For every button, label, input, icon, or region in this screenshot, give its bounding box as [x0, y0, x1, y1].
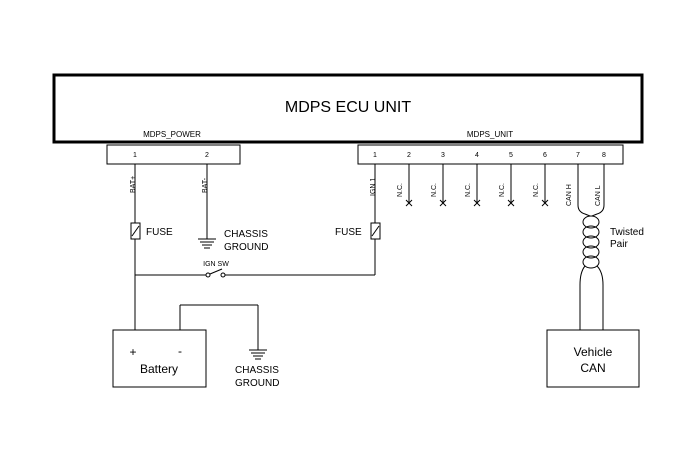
ign-switch-contact-left	[205, 272, 211, 278]
unit-pin-5: 5	[509, 152, 513, 159]
unit-pin-4: 4	[475, 152, 479, 159]
nc-pin-4: N.C.	[465, 164, 481, 207]
power-pin-1: 1	[133, 152, 137, 159]
chassis-ground-1-line1: CHASSIS	[224, 229, 268, 240]
twisted-pair-line1: Twisted	[610, 227, 644, 238]
chassis-ground-1-line2: GROUND	[224, 242, 268, 253]
unit-pin-2: 2	[407, 152, 411, 159]
can-h-wire-label: CAN H	[566, 184, 573, 206]
bat-minus-wire-label: BAT-	[202, 177, 209, 193]
battery-plus-label: +	[129, 345, 136, 359]
twisted-pair-coil-icon	[582, 215, 600, 269]
ecu-title: MDPS ECU UNIT	[285, 99, 411, 116]
nc-label-2: N.C.	[397, 183, 404, 197]
power-connector-label: MDPS_POWER	[143, 130, 201, 139]
can-h-lower-wire	[579, 265, 586, 330]
nc-label-6: N.C.	[533, 183, 540, 197]
fuse-left-label: FUSE	[146, 227, 173, 238]
vehicle-can-line1: Vehicle	[574, 345, 613, 359]
power-pin-2: 2	[205, 152, 209, 159]
ign-switch-label: IGN SW	[203, 261, 229, 268]
unit-pin-3: 3	[441, 152, 445, 159]
ign-switch-blade	[209, 268, 223, 275]
can-l-wire-label: CAN L	[595, 185, 602, 206]
can-l-wire	[591, 164, 605, 217]
chassis-ground-2-line1: CHASSIS	[235, 365, 279, 376]
ign1-wire-label: IGN 1	[370, 178, 377, 196]
fuse-right-label: FUSE	[335, 227, 362, 238]
chassis-ground-1-icon	[198, 238, 216, 249]
unit-pin-7: 7	[576, 152, 580, 159]
chassis-ground-2-icon	[249, 349, 267, 360]
vehicle-can-line2: CAN	[580, 361, 605, 375]
nc-label-4: N.C.	[465, 183, 472, 197]
can-l-lower-wire	[596, 265, 604, 330]
battery-minus-label: -	[178, 344, 182, 358]
twisted-pair-line2: Pair	[610, 239, 628, 250]
nc-pin-2: N.C.	[397, 164, 413, 207]
unit-pin-6: 6	[543, 152, 547, 159]
vehicle-can-box	[546, 329, 640, 388]
nc-pin-6: N.C.	[533, 164, 549, 207]
nc-pin-3: N.C.	[431, 164, 447, 207]
bat-plus-wire-label: BAT+	[130, 176, 137, 193]
power-connector-box	[106, 144, 241, 165]
unit-connector-label: MDPS_UNIT	[467, 130, 513, 139]
unit-pin-1: 1	[373, 152, 377, 159]
chassis-ground-2-line2: GROUND	[235, 378, 279, 389]
nc-label-5: N.C.	[499, 183, 506, 197]
battery-box	[112, 329, 207, 388]
can-h-wire	[577, 164, 591, 217]
unit-connector-box	[357, 144, 624, 165]
ign-switch-contact-right	[220, 272, 226, 278]
nc-pin-5: N.C.	[499, 164, 515, 207]
unit-pin-8: 8	[602, 152, 606, 159]
ecu-unit-box	[52, 73, 644, 144]
nc-label-3: N.C.	[431, 183, 438, 197]
battery-label: Battery	[140, 362, 178, 376]
